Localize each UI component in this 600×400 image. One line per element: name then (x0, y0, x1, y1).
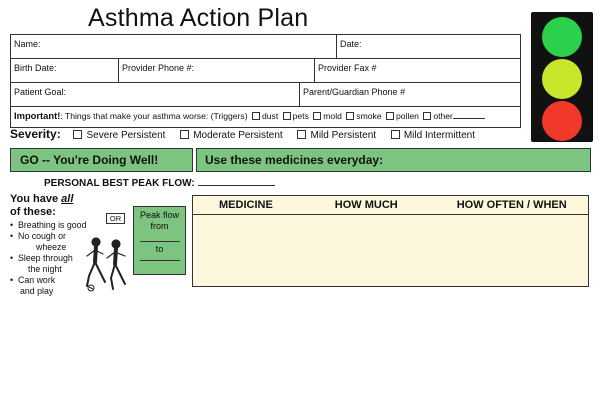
pollen-checkbox[interactable] (386, 112, 394, 120)
patient-goal-field[interactable]: Patient Goal: (11, 83, 300, 106)
trigger-label: smoke (356, 111, 382, 121)
list-item: the night (28, 264, 62, 274)
page-title: Asthma Action Plan (88, 4, 309, 32)
mild-persistent-checkbox[interactable] (297, 130, 307, 139)
triggers-row: Important!: Things that make your asthma… (11, 107, 520, 127)
medicine-column-header: MEDICINE (219, 199, 273, 211)
go-zone-label: GO -- You're Doing Well! (20, 153, 159, 167)
list-item: wheeze (36, 242, 67, 252)
you-have-heading: You have all of these: (10, 193, 73, 219)
severity-option: Moderate Persistent (193, 130, 283, 141)
red-light-icon (542, 101, 582, 141)
peak-flow-from-label: from (150, 221, 169, 231)
dust-checkbox[interactable] (251, 112, 260, 120)
peak-flow-blank[interactable] (197, 179, 275, 186)
pets-checkbox[interactable] (282, 112, 291, 120)
patient-info-form: Name: Date: Birth Date: Provider Phone #… (10, 34, 521, 128)
peak-flow-label: PERSONAL BEST PEAK FLOW: (44, 178, 195, 189)
how-often-column-header: HOW OFTEN / WHEN (456, 199, 567, 211)
peak-flow-range-box: Peak flow from to (133, 206, 186, 275)
list-item: Can work (10, 275, 86, 286)
kids-playing-soccer-icon (86, 237, 126, 292)
severity-label: Severity: (10, 127, 61, 141)
list-item: Breathing is good (10, 220, 86, 231)
symptom-list: Breathing is good No cough or wheeze Sle… (10, 220, 86, 297)
peak-flow-row: PERSONAL BEST PEAK FLOW: (44, 178, 275, 189)
list-item: Sleep through (10, 253, 86, 264)
medicine-table: MEDICINE HOW MUCH HOW OFTEN / WHEN (192, 195, 589, 287)
trigger-label: pets (292, 111, 309, 121)
severity-option: Mild Persistent (310, 130, 377, 141)
severity-row: Severity: Severe Persistent Moderate Per… (10, 127, 485, 141)
name-field[interactable]: Name: (11, 35, 337, 58)
severe-persistent-checkbox[interactable] (73, 130, 83, 139)
severity-option: Mild Intermittent (403, 130, 475, 141)
mold-checkbox[interactable] (313, 112, 322, 120)
medicine-entry-area[interactable] (193, 215, 588, 286)
birth-date-field[interactable]: Birth Date: (11, 59, 119, 82)
daily-medicines-label: Use these medicines everyday: (205, 153, 384, 167)
or-label: OR (106, 213, 125, 224)
peak-flow-to-label: to (155, 244, 164, 254)
mild-intermittent-checkbox[interactable] (390, 130, 400, 139)
severity-option: Severe Persistent (86, 130, 166, 141)
green-zone-banner: GO -- You're Doing Well! Use these medic… (10, 148, 591, 172)
green-light-icon (542, 17, 582, 57)
important-text: : Things that make your asthma worse: (T… (60, 111, 248, 121)
peak-flow-from-blank[interactable] (139, 241, 180, 242)
provider-fax-field[interactable]: Provider Fax # (318, 63, 377, 73)
traffic-light-icon (531, 12, 593, 142)
peak-flow-range-label: Peak flow (139, 210, 180, 220)
banner-divider (192, 148, 197, 172)
you-have-pre: You have (10, 193, 62, 205)
how-much-column-header: HOW MUCH (334, 199, 398, 211)
you-have-post: of these: (10, 206, 56, 218)
trigger-label: dust (261, 111, 279, 121)
yellow-light-icon (542, 59, 582, 99)
list-item: No cough or (10, 231, 86, 242)
you-have-emph: all (61, 193, 74, 205)
medicine-table-header: MEDICINE HOW MUCH HOW OFTEN / WHEN (193, 196, 588, 215)
peak-flow-to-blank[interactable] (139, 260, 180, 261)
smoke-checkbox[interactable] (346, 112, 355, 120)
provider-phone-field[interactable]: Provider Phone #: (119, 59, 315, 82)
important-label: Important! (14, 110, 61, 121)
parent-phone-field[interactable]: Parent/Guardian Phone # (303, 87, 406, 97)
date-field[interactable]: Date: (340, 39, 362, 49)
moderate-persistent-checkbox[interactable] (180, 130, 190, 139)
list-item: and play (20, 286, 54, 296)
other-checkbox[interactable] (423, 112, 432, 120)
trigger-label: other (433, 111, 453, 121)
trigger-label: mold (323, 111, 342, 121)
other-line[interactable] (452, 112, 485, 119)
trigger-label: pollen (396, 111, 419, 121)
